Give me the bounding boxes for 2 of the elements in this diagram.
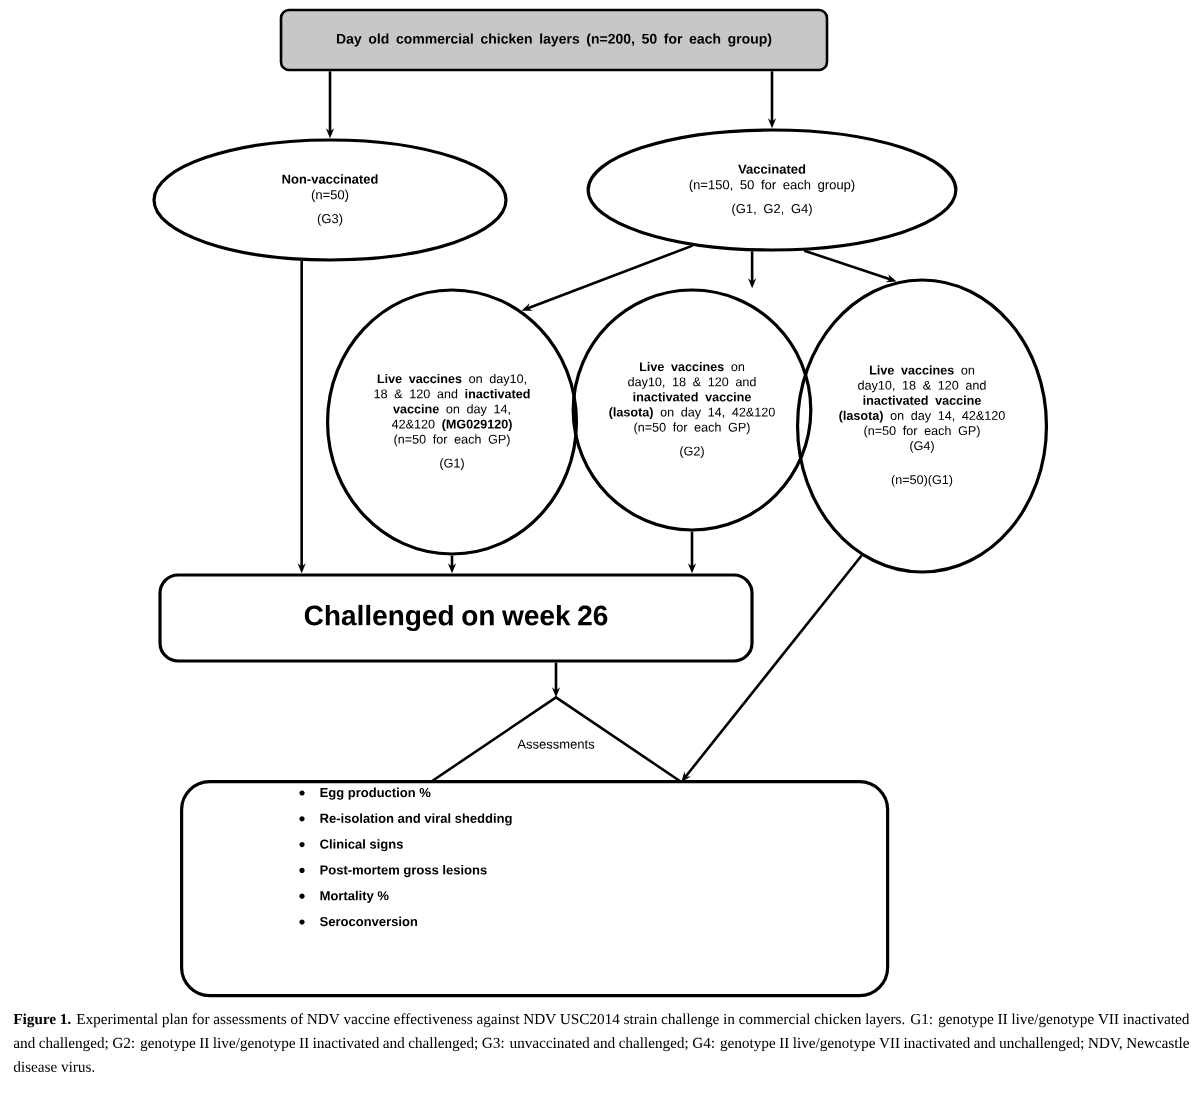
arrow (681, 554, 863, 782)
challenge-box: Challenged on week 26 (158, 573, 754, 663)
